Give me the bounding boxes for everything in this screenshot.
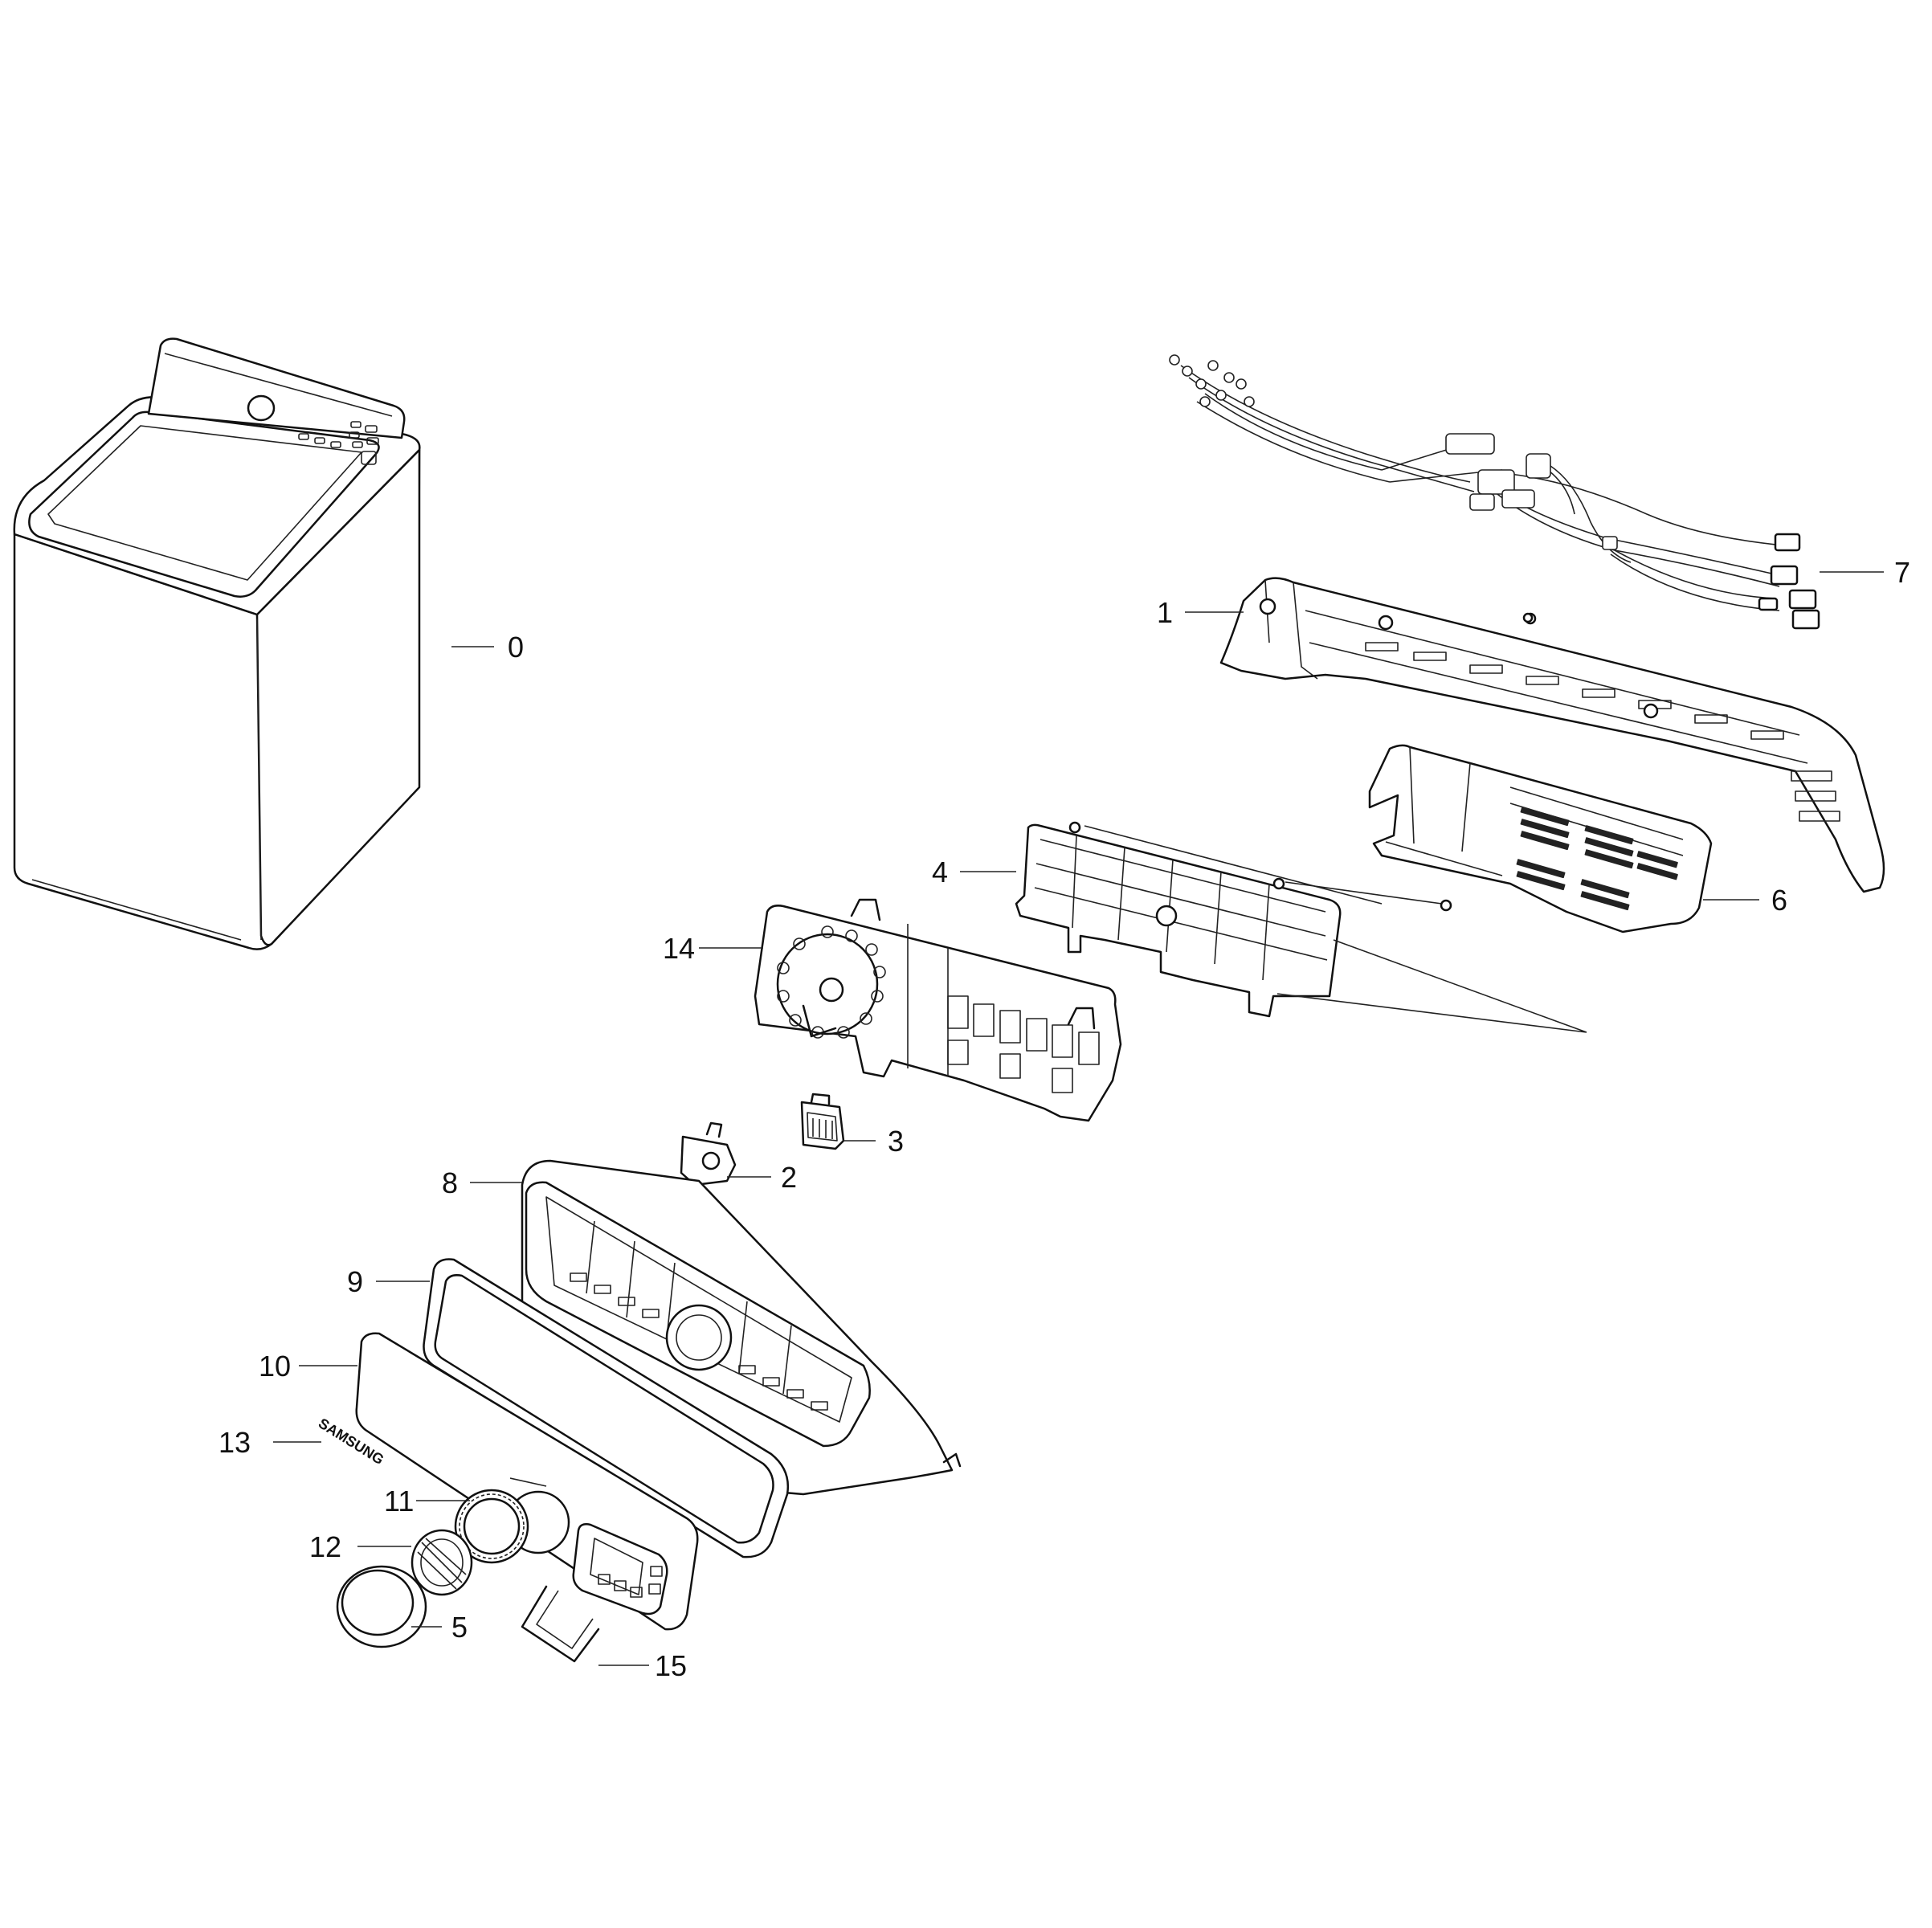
callout-11: 11 <box>384 1485 414 1517</box>
pcb-housing-part-6 <box>1368 744 1713 933</box>
callout-5: 5 <box>451 1611 468 1644</box>
pcb-cover-part-4 <box>1015 612 1587 1033</box>
callout-1: 1 <box>1157 596 1173 629</box>
knob-part-5 <box>336 1565 427 1648</box>
leader-lines <box>273 571 1884 1666</box>
console-bracket-part-1 <box>1219 577 1885 893</box>
component-part-3 <box>800 1093 845 1150</box>
callout-12: 12 <box>309 1530 341 1563</box>
callout-10: 10 <box>259 1350 291 1383</box>
washer-cabinet-part-0 <box>13 337 421 950</box>
control-panel-face-part-10 <box>355 1332 699 1631</box>
panel-gasket-part-9 <box>423 1258 790 1558</box>
callout-9: 9 <box>347 1265 363 1298</box>
callout-14: 14 <box>663 932 695 965</box>
callout-2: 2 <box>781 1161 797 1194</box>
callout-13: 13 <box>219 1426 251 1459</box>
callout-7: 7 <box>1894 556 1910 589</box>
callout-3: 3 <box>888 1125 904 1158</box>
callout-8: 8 <box>442 1166 458 1199</box>
control-panel-frame-part-8 <box>521 1159 962 1496</box>
dial-plate-part-12 <box>410 1529 473 1596</box>
callout-0: 0 <box>508 631 524 664</box>
wire-harness-part-7 <box>1169 354 1820 630</box>
callout-15: 15 <box>655 1649 687 1682</box>
film-part-15 <box>521 1585 600 1663</box>
callout-6: 6 <box>1771 884 1787 917</box>
callout-labels: 0 1 2 3 4 5 6 7 8 9 10 11 12 13 14 15 <box>219 556 1910 1682</box>
dial-ring-part-11 <box>454 1489 529 1564</box>
main-pcb-part-14 <box>754 898 1122 1122</box>
callout-4: 4 <box>932 856 948 888</box>
